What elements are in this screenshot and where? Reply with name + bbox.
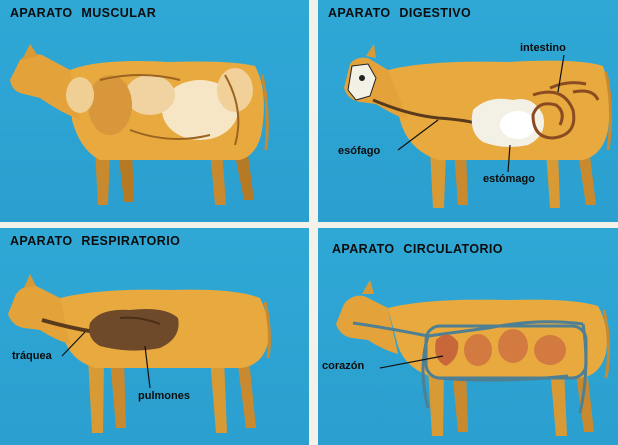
label-heart: corazón [322,360,364,372]
panel-muscular: APARATO MUSCULAR [0,0,309,222]
cow-circulatory-illustration [318,228,618,445]
panel-respiratory: APARATO RESPIRATORIO tráquea pulmones [0,228,309,445]
panel-circulatory: APARATO CIRCULATORIO corazón [318,228,618,445]
panel-title-muscular: APARATO MUSCULAR [10,6,156,20]
label-intestine: intestino [520,42,566,54]
cow-digestive-illustration [318,0,618,222]
label-esophagus: esófago [338,145,380,157]
label-trachea: tráquea [12,350,52,362]
panel-title-respiratory: APARATO RESPIRATORIO [10,234,180,248]
cow-respiratory-illustration [0,228,309,445]
panel-digestive: APARATO DIGESTIVO intestino esófago estó… [318,0,618,222]
label-lungs: pulmones [138,390,190,402]
panel-title-digestive: APARATO DIGESTIVO [328,6,471,20]
label-stomach: estómago [483,173,535,185]
panel-title-circulatory: APARATO CIRCULATORIO [332,242,503,256]
cow-muscular-illustration [0,0,309,222]
